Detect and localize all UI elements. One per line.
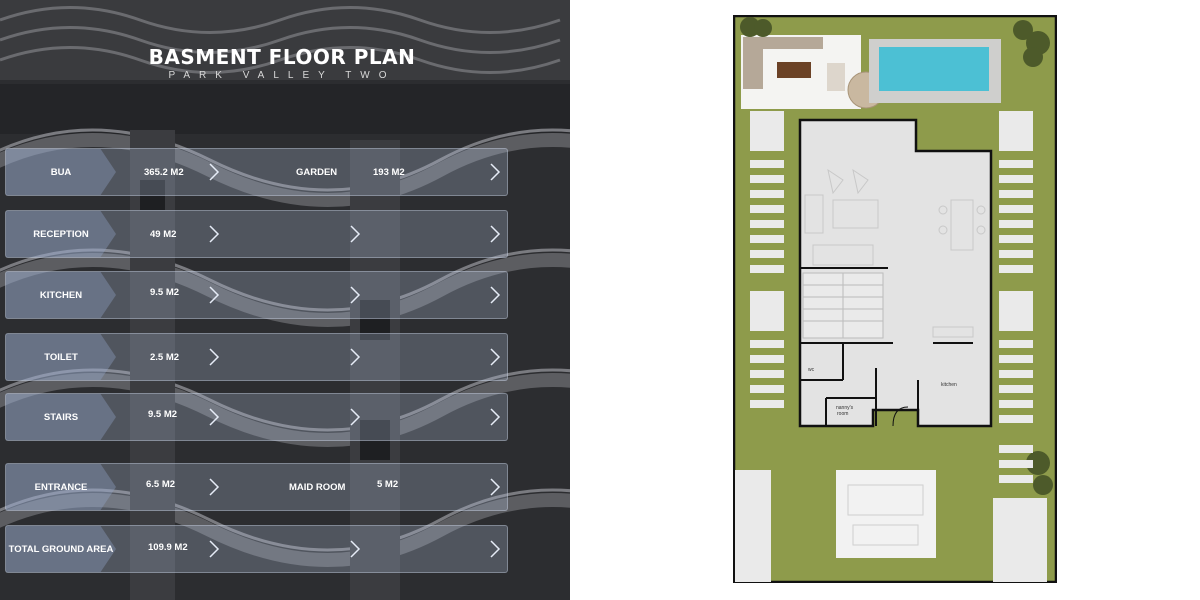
lower-stone-left <box>735 470 771 582</box>
chevron-right-icon <box>209 286 220 304</box>
stepping-stones-right <box>999 111 1033 483</box>
area-label: BUA <box>6 149 116 195</box>
outdoor-dining-furniture <box>847 484 924 546</box>
chevron-right-icon <box>350 286 361 304</box>
chevron-right-icon <box>350 540 361 558</box>
chevron-right-icon <box>490 348 501 366</box>
house-floor <box>798 118 993 428</box>
area-label: RECEPTION <box>6 211 116 257</box>
area-label: TOILET <box>6 334 116 380</box>
area-row-kitchen: KITCHEN 9.5 M2 <box>5 271 508 319</box>
chevron-right-icon <box>209 225 220 243</box>
area-value-secondary: 5 M2 <box>377 478 399 490</box>
area-value: 9.5 M2 <box>150 286 180 298</box>
chevron-right-icon <box>490 478 501 496</box>
area-label: ENTRANCE <box>6 464 116 510</box>
area-label-secondary: MAID ROOM <box>289 481 346 493</box>
chevron-right-icon <box>490 540 501 558</box>
floor-plan-drawing: wc nanny's room kitchen <box>733 15 1057 583</box>
chevron-right-icon <box>350 408 361 426</box>
room-label-kitchen: kitchen <box>941 382 957 388</box>
trees <box>740 17 1053 495</box>
chevron-right-icon <box>350 225 361 243</box>
lounger <box>827 63 845 91</box>
area-row-stairs: STAIRS 9.5 M2 <box>5 393 508 441</box>
area-row-toilet: TOILET 2.5 M2 <box>5 333 508 381</box>
area-row-reception: RECEPTION 49 M2 <box>5 210 508 258</box>
building-facade-background <box>0 0 570 600</box>
project-subtitle: PARK VALLEY TWO <box>168 70 396 81</box>
area-label: STAIRS <box>6 394 116 440</box>
chevron-right-icon <box>209 540 220 558</box>
room-label-wc: wc <box>808 367 815 373</box>
sofa <box>743 37 823 49</box>
area-label: KITCHEN <box>6 272 116 318</box>
room-label-nannys-room: nanny's <box>836 405 854 411</box>
area-value: 9.5 M2 <box>148 408 178 420</box>
page-title: BASMENT FLOOR PLAN <box>148 45 416 69</box>
area-row-total: TOTAL GROUND AREA 109.9 M2 <box>5 525 508 573</box>
area-row-bua: BUA 365.2 M2 GARDEN 193 M2 <box>5 148 508 196</box>
coffee-table <box>777 62 811 78</box>
swimming-pool <box>879 47 989 91</box>
page-header: BASMENT FLOOR PLAN PARK VALLEY TWO <box>0 45 567 81</box>
stepping-stones-left <box>750 111 784 408</box>
area-value: 49 M2 <box>150 228 177 240</box>
furniture <box>804 168 986 338</box>
area-value-secondary: 193 M2 <box>373 166 405 178</box>
chevron-right-icon <box>490 286 501 304</box>
chevron-right-icon <box>350 348 361 366</box>
sofa-side <box>743 49 763 89</box>
chevron-right-icon <box>209 408 220 426</box>
area-value: 6.5 M2 <box>146 478 176 490</box>
chevron-right-icon <box>490 225 501 243</box>
floor-plan-svg <box>733 15 1057 583</box>
area-schedule-panel: BASMENT FLOOR PLAN PARK VALLEY TWO BUA 3… <box>0 0 570 600</box>
chevron-right-icon <box>490 408 501 426</box>
chevron-right-icon <box>490 163 501 181</box>
area-value: 365.2 M2 <box>144 166 184 178</box>
interior-walls <box>800 267 973 426</box>
area-label: TOTAL GROUND AREA <box>6 526 116 572</box>
area-row-entrance: ENTRANCE 6.5 M2 MAID ROOM 5 M2 <box>5 463 508 511</box>
area-value: 2.5 M2 <box>150 351 180 363</box>
area-label-secondary: GARDEN <box>296 166 338 178</box>
chevron-right-icon <box>209 478 220 496</box>
chevron-right-icon <box>209 348 220 366</box>
chevron-right-icon <box>209 163 220 181</box>
room-label-nannys-room-2: room <box>837 411 849 417</box>
lower-stone-right <box>993 498 1047 582</box>
door-swing <box>892 406 909 427</box>
area-value: 109.9 M2 <box>148 541 188 553</box>
stairs <box>802 272 884 339</box>
